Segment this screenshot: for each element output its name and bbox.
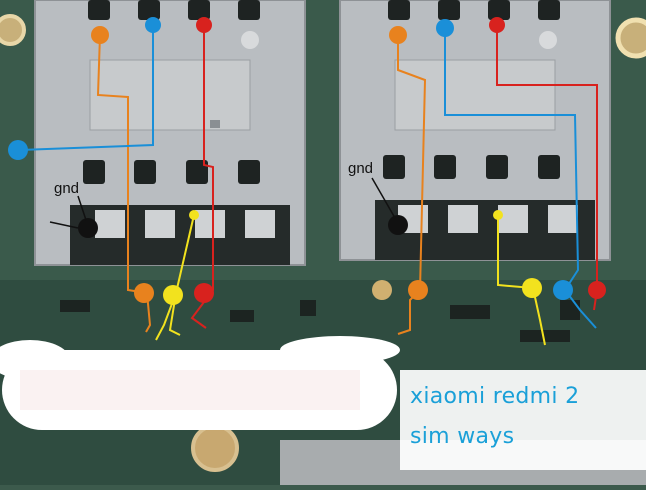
gnd-pointer-right bbox=[371, 177, 396, 219]
dot-orange-left-top bbox=[91, 26, 109, 44]
dot-blue-left-top bbox=[145, 17, 161, 33]
trace-orange-left bbox=[96, 34, 152, 333]
dot-blue-right-top bbox=[436, 19, 454, 37]
trace-red-left bbox=[190, 25, 214, 329]
mount-hole-bottom bbox=[191, 424, 239, 472]
gnd-dot-right bbox=[388, 215, 408, 235]
mount-hole-left bbox=[0, 14, 26, 46]
trace-blue-right bbox=[444, 28, 597, 329]
dot-orange-right-bottom bbox=[408, 280, 428, 300]
gnd-label-right: gnd bbox=[348, 160, 374, 177]
dot-blue-right-bottom bbox=[553, 280, 573, 300]
trace-yellow-left bbox=[155, 214, 195, 341]
gnd-tick-left bbox=[49, 221, 79, 229]
dot-orange-left-bottom bbox=[134, 283, 154, 303]
sim-tray-left bbox=[34, 0, 306, 266]
caption-panel bbox=[400, 370, 646, 470]
mount-hole-right bbox=[615, 17, 646, 59]
trace-blue-left bbox=[19, 25, 154, 151]
gnd-label-left: gnd bbox=[54, 180, 80, 197]
smd-components bbox=[60, 300, 580, 342]
gnd-dot-left bbox=[78, 218, 98, 238]
dot-red-left-top bbox=[196, 17, 212, 33]
dot-yellow-left-top bbox=[189, 210, 199, 220]
gnd-pointer-left bbox=[77, 195, 87, 221]
dot-yellow-right-top bbox=[493, 210, 503, 220]
caption-line-2: sim ways bbox=[410, 424, 515, 449]
dot-red-right-bottom bbox=[588, 281, 606, 299]
pad-round bbox=[372, 280, 392, 300]
blurred-watermark bbox=[0, 336, 400, 430]
dot-red-right-top bbox=[489, 17, 505, 33]
dot-yellow-left-bottom bbox=[163, 285, 183, 305]
dot-yellow-right-bottom bbox=[522, 278, 542, 298]
caption-line-1: xiaomi redmi 2 bbox=[410, 384, 580, 409]
dot-blue-left-side bbox=[8, 140, 28, 160]
dot-red-left-bottom bbox=[194, 283, 214, 303]
dot-orange-right-top bbox=[389, 26, 407, 44]
sim-tray-right bbox=[339, 0, 611, 261]
